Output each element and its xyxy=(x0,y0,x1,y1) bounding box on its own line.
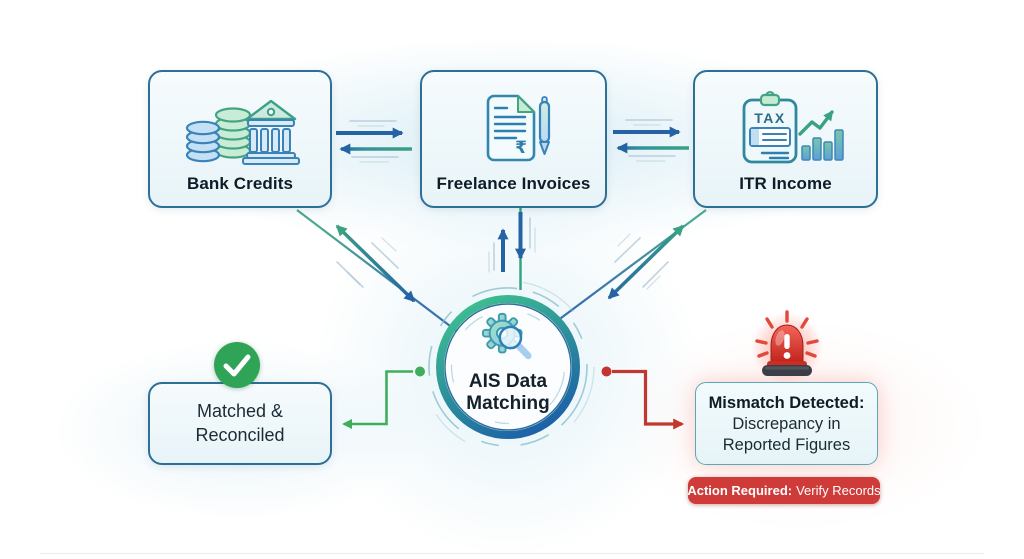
bottom-edge-artifact xyxy=(40,553,984,554)
alarm-siren-icon xyxy=(745,308,829,387)
outcome-box-mismatch: Mismatch Detected: Discrepancy in Report… xyxy=(695,382,878,465)
bank-coins-icon xyxy=(179,82,301,174)
invoice-pen-icon: ₹ xyxy=(464,82,564,174)
matched-connector-dot xyxy=(415,366,425,377)
source-box-itr-income: TAX ITR Income xyxy=(693,70,878,208)
diagonal-arrows-itr-center xyxy=(556,209,707,322)
verify-records-label: Verify Records xyxy=(796,483,881,498)
matched-label-line1: Matched & xyxy=(196,401,284,422)
tax-label: TAX xyxy=(754,110,785,126)
tax-clipboard-chart-icon: TAX xyxy=(726,82,846,174)
check-icon xyxy=(214,342,260,388)
mismatch-label-line1: Mismatch Detected: xyxy=(708,394,865,413)
diagonal-arrows-bank-center xyxy=(296,209,459,333)
action-required-label: Action Required: xyxy=(687,483,793,498)
ais-data-matching-hub: AIS Data Matching xyxy=(446,305,570,429)
bidirectional-arrow-bank-freelance xyxy=(336,120,412,163)
matched-connector xyxy=(342,366,425,429)
outcome-box-matched: Matched & Reconciled xyxy=(148,382,332,465)
source-label-freelance-invoices: Freelance Invoices xyxy=(436,174,591,193)
mismatch-label-line2: Discrepancy in xyxy=(732,415,841,434)
mismatch-connector-dot xyxy=(601,366,612,377)
bidirectional-arrow-freelance-itr xyxy=(613,119,689,162)
rupee-symbol: ₹ xyxy=(515,138,527,158)
source-label-itr-income: ITR Income xyxy=(739,174,832,193)
source-label-bank-credits: Bank Credits xyxy=(186,174,294,193)
mismatch-connector xyxy=(601,366,685,430)
gear-magnifier-icon xyxy=(478,311,538,370)
vertical-arrows-freelance-center xyxy=(488,208,536,290)
center-title-line2: Matching xyxy=(466,393,550,415)
center-title-line1: AIS Data xyxy=(468,371,548,392)
action-required-banner: Action Required: Verify Records xyxy=(687,477,881,504)
mismatch-label-line3: Reported Figures xyxy=(722,435,851,454)
source-box-freelance-invoices: ₹ Freelance Invoices xyxy=(420,70,607,208)
matched-label-line2: Reconciled xyxy=(195,424,285,445)
source-box-bank-credits: Bank Credits xyxy=(148,70,332,208)
center-ring xyxy=(421,280,595,454)
